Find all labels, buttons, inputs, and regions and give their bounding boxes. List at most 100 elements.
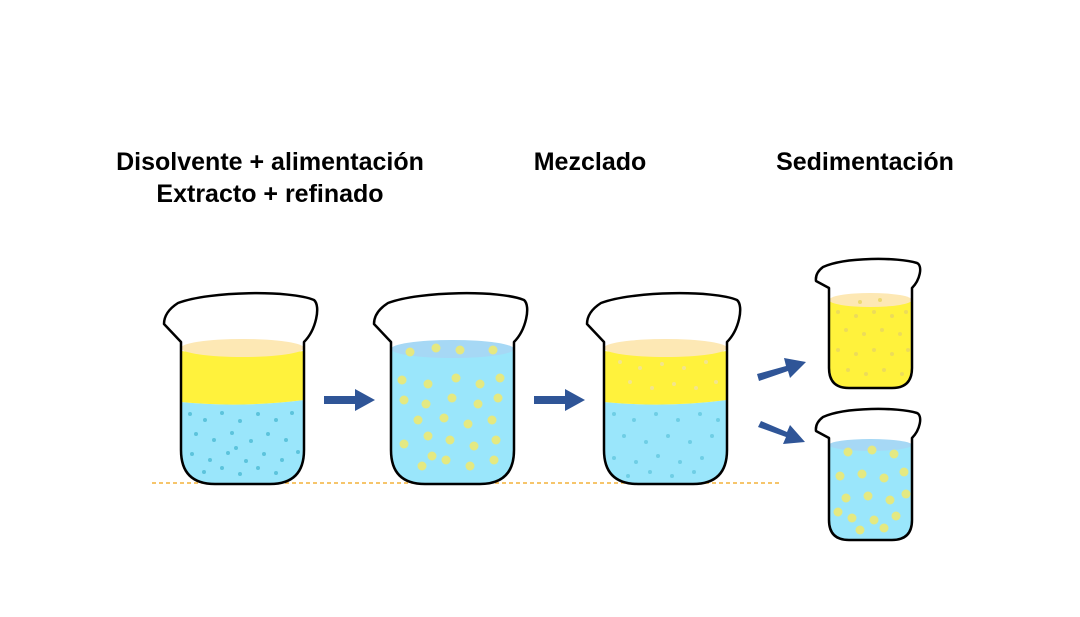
particle-dot	[854, 314, 858, 318]
particle-dot	[901, 489, 911, 499]
particle-dot	[836, 310, 840, 314]
particle-dot	[266, 432, 270, 436]
particle-dot	[847, 513, 857, 523]
particle-dot	[397, 375, 407, 385]
particle-dot	[399, 395, 409, 405]
particle-dot	[872, 348, 876, 352]
particle-dot	[194, 432, 198, 436]
particle-dot	[891, 511, 901, 521]
particle-dot	[202, 470, 206, 474]
particle-dot	[612, 412, 616, 416]
particle-dot	[890, 352, 894, 356]
particle-dot	[612, 456, 616, 460]
beaker-mixing-dots	[397, 343, 505, 471]
particle-dot	[869, 515, 879, 525]
beaker-raffinate	[814, 407, 922, 542]
particle-dot	[493, 393, 503, 403]
beaker-settling-surface	[604, 339, 727, 357]
particle-dot	[862, 332, 866, 336]
particle-dot	[234, 446, 238, 450]
particle-dot	[836, 348, 840, 352]
particle-dot	[491, 435, 501, 445]
particle-dot	[843, 447, 853, 457]
particle-dot	[284, 438, 288, 442]
particle-dot	[716, 418, 720, 422]
particle-dot	[256, 412, 260, 416]
particle-dot	[618, 360, 622, 364]
particle-dot	[676, 418, 680, 422]
particle-dot	[678, 460, 682, 464]
particle-dot	[879, 523, 889, 533]
particle-dot	[495, 373, 505, 383]
particle-dot	[864, 372, 868, 376]
beaker-extract-surface	[829, 293, 912, 307]
particle-dot	[423, 379, 433, 389]
particle-dot	[660, 362, 664, 366]
particle-dot	[208, 458, 212, 462]
particle-dot	[688, 440, 692, 444]
particle-dot	[656, 454, 660, 458]
particle-dot	[857, 469, 867, 479]
particle-dot	[473, 399, 483, 409]
particle-dot	[900, 372, 904, 376]
particle-dot	[654, 412, 658, 416]
particle-dot	[650, 386, 654, 390]
particle-dot	[844, 328, 848, 332]
stage-label-feed: Disolvente + alimentación Extracto + ref…	[60, 146, 480, 210]
arrow-down-right	[758, 421, 805, 444]
particle-dot	[465, 461, 475, 471]
beaker-feed-dots	[188, 411, 300, 476]
beaker-feed-outline	[162, 291, 319, 486]
particle-dot	[714, 380, 718, 384]
particle-dot	[889, 449, 899, 459]
particle-dot	[220, 466, 224, 470]
particle-dot	[441, 455, 451, 465]
particle-dot	[469, 441, 479, 451]
feed-label-line2: Extracto + refinado	[156, 180, 384, 208]
particle-dot	[632, 418, 636, 422]
beaker-mixing	[372, 291, 529, 486]
particle-dot	[841, 493, 851, 503]
arrow-up-right	[757, 358, 806, 381]
particle-dot	[622, 434, 626, 438]
particle-dot	[423, 431, 433, 441]
beaker-feed-surface	[181, 339, 304, 357]
particle-dot	[431, 343, 441, 353]
particle-dot	[670, 474, 674, 478]
particle-dot	[230, 431, 234, 435]
particle-dot	[487, 415, 497, 425]
beaker-extract	[814, 257, 922, 390]
beaker-feed-blue-phase	[181, 400, 304, 484]
particle-dot	[296, 450, 300, 454]
arrow-2	[534, 389, 585, 411]
particle-dot	[274, 471, 278, 475]
particle-dot	[899, 467, 909, 477]
particle-dot	[417, 461, 427, 471]
stage-label-mixing: Mezclado	[533, 148, 647, 176]
particle-dot	[644, 440, 648, 444]
beaker-extract-dots	[836, 298, 910, 376]
particle-dot	[700, 456, 704, 460]
particle-dot	[188, 412, 192, 416]
particle-dot	[226, 451, 230, 455]
particle-dot	[427, 451, 437, 461]
particle-dot	[488, 345, 498, 355]
particle-dot	[413, 415, 423, 425]
particle-dot	[878, 298, 882, 302]
particle-dot	[238, 419, 242, 423]
particle-dot	[879, 473, 889, 483]
beaker-raffinate-dots	[833, 445, 911, 535]
particle-dot	[274, 418, 278, 422]
particle-dot	[220, 411, 224, 415]
particle-dot	[863, 491, 873, 501]
particle-dot	[694, 386, 698, 390]
beaker-settling-blue-phase	[604, 400, 727, 484]
particle-dot	[867, 445, 877, 455]
beaker-mixing-surface	[391, 340, 514, 358]
beaker-extract-outline	[814, 257, 922, 390]
beaker-raffinate-outline	[814, 407, 922, 542]
beaker-settling-outline	[585, 291, 742, 486]
particle-dot	[858, 300, 862, 304]
particle-dot	[872, 310, 876, 314]
